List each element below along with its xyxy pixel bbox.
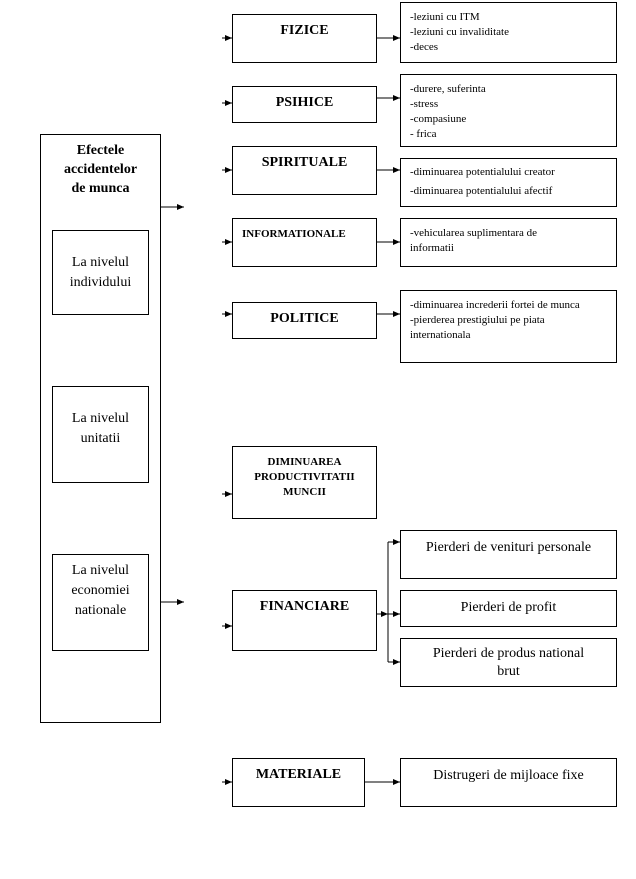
category-productivitate: DIMINUAREA PRODUCTIVITATII MUNCII	[232, 446, 377, 519]
level-individual: La nivelul individului	[52, 230, 149, 315]
detail-item: - frica	[410, 128, 437, 140]
details-informationale: -vehicularea suplimentara de informatii	[400, 218, 617, 267]
root-title: Efectele accidentelor de munca	[63, 143, 138, 196]
detail-mijloace-fixe: Distrugeri de mijloace fixe	[400, 758, 617, 807]
detail-item: -stress	[410, 98, 439, 110]
detail-item: -leziuni cu ITM	[410, 11, 480, 23]
level-unit: La nivelul unitatii	[52, 386, 149, 483]
detail-item: -diminuarea potentialului creator	[410, 166, 555, 178]
detail-item: -compasiune	[410, 113, 467, 125]
detail-profit: Pierderi de profit	[400, 590, 617, 627]
details-spirituale: -diminuarea potentialului creator -dimin…	[400, 158, 617, 207]
detail-item: -diminuarea increderii fortei de munca	[410, 299, 580, 311]
category-spirituale: SPIRITUALE	[232, 146, 377, 195]
detail-item: -vehicularea suplimentara de informatii	[410, 227, 538, 254]
category-politice: POLITICE	[232, 302, 377, 339]
detail-venituri: Pierderi de venituri personale	[400, 530, 617, 579]
detail-item: -deces	[410, 41, 439, 53]
level-national-economy: La nivelul economiei nationale	[52, 554, 149, 651]
detail-item: -durere, suferinta	[410, 83, 486, 95]
details-fizice: -leziuni cu ITM -leziuni cu invaliditate…	[400, 2, 617, 63]
detail-item: -pierderea prestigiului pe piata interna…	[410, 314, 545, 341]
category-psihice: PSIHICE	[232, 86, 377, 123]
category-informationale: INFORMATIONALE	[232, 218, 377, 267]
category-financiare: FINANCIARE	[232, 590, 377, 651]
details-politice: -diminuarea increderii fortei de munca -…	[400, 290, 617, 363]
category-materiale: MATERIALE	[232, 758, 365, 807]
category-fizice: FIZICE	[232, 14, 377, 63]
detail-item: -diminuarea potentialului afectif	[410, 185, 553, 197]
details-psihice: -durere, suferinta -stress -compasiune -…	[400, 74, 617, 147]
detail-item: -leziuni cu invaliditate	[410, 26, 509, 38]
detail-pnb: Pierderi de produs national brut	[400, 638, 617, 687]
